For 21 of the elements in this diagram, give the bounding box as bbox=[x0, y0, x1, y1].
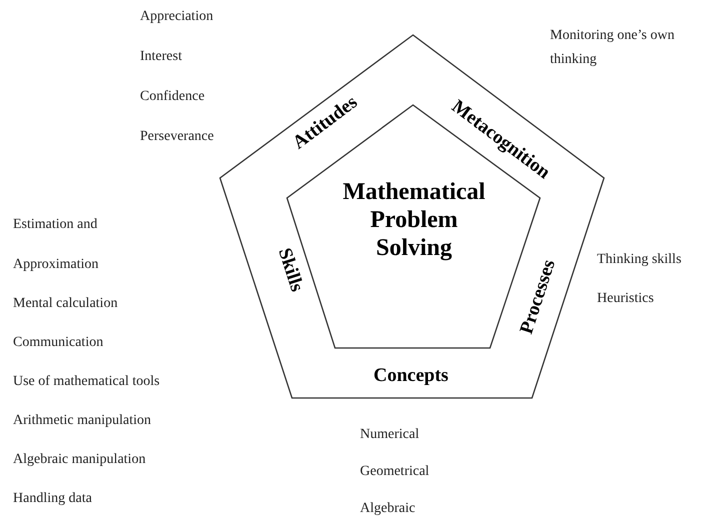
list-item: Monitoring one’s own thinking bbox=[550, 27, 676, 69]
list-item: Appreciation bbox=[140, 8, 214, 26]
list-item: Use of mathematical tools bbox=[13, 373, 160, 391]
side-label: Skills bbox=[272, 246, 308, 294]
list-item: Approximation bbox=[13, 256, 99, 274]
list-item: Confidence bbox=[140, 88, 205, 106]
list-item: Communication bbox=[13, 334, 104, 352]
center-title: Mathematical Problem Solving bbox=[342, 179, 486, 262]
list-item: Geometrical bbox=[360, 463, 430, 481]
list-item: Interest bbox=[140, 48, 182, 66]
list-item: Numerical bbox=[360, 426, 420, 444]
list-item: Handling data bbox=[13, 490, 92, 508]
list-item: Estimation and bbox=[13, 216, 98, 234]
side-label: Concepts bbox=[374, 365, 448, 387]
list-item: Heuristics bbox=[597, 290, 654, 308]
list-item: Algebraic bbox=[360, 500, 416, 518]
list-item: Algebraic manipulation bbox=[13, 451, 146, 469]
list-item: Thinking skills bbox=[597, 251, 682, 269]
list-item: Arithmetic manipulation bbox=[13, 412, 152, 430]
list-item: Mental calculation bbox=[13, 295, 118, 313]
list-item: Perseverance bbox=[140, 128, 214, 146]
